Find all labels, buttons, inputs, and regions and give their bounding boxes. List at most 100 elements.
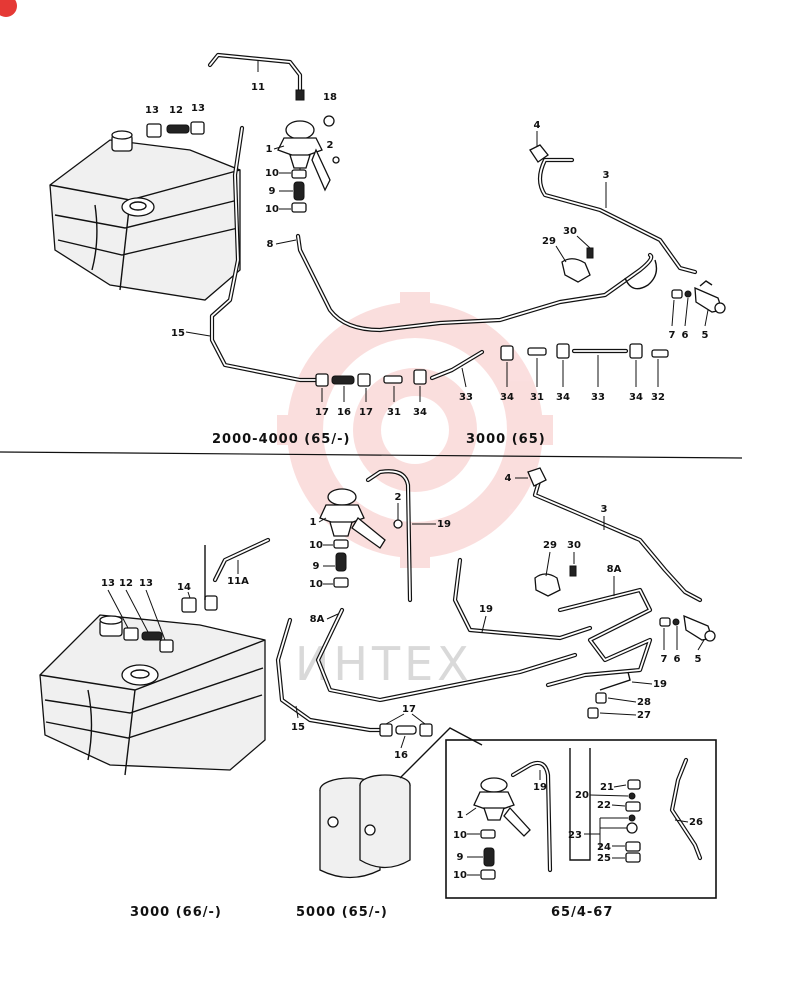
label-16: 16 [337,407,351,418]
part-10-upper [291,169,307,179]
label-8a-right: 8A [607,564,622,575]
inset-filter [473,777,531,837]
label-10f: 10 [453,870,467,881]
label-12b: 12 [119,578,133,589]
clamp-29-top [561,247,594,283]
label-4b: 4 [505,473,512,484]
label-5b: 5 [695,654,702,665]
fittings-27-28 [587,692,607,719]
part-10-lower [291,202,307,213]
label-30b: 30 [567,540,581,551]
label-7a: 7 [669,330,676,341]
label-1b: 1 [310,517,317,528]
label-13b: 13 [191,103,205,114]
label-10c: 10 [309,540,323,551]
label-34b: 34 [500,392,514,403]
label-15b: 15 [291,722,305,733]
label-17c: 17 [402,704,416,715]
inset-part-9 [483,847,495,867]
corner-badge [0,0,17,17]
label-8a-left: 8A [310,614,325,625]
label-8: 8 [267,239,274,250]
tap-assembly-bottom [659,614,716,642]
label-22: 22 [597,800,611,811]
part-9-spring [293,181,305,201]
labels-bottom: 4 3 2 1 19 10 9 10 14 11A 13 12 13 8A 15… [101,473,705,881]
pipe-8 [295,233,654,333]
part-9-spring-bottom [335,552,347,572]
tap-assembly-top [671,280,726,314]
fittings-row-top [315,343,669,387]
label-25: 25 [597,853,611,864]
label-3a: 3 [603,170,610,181]
label-13c: 13 [101,578,115,589]
label-9c: 9 [457,852,464,863]
label-7b: 7 [661,654,668,665]
label-10d: 10 [309,579,323,590]
section-divider [0,451,743,459]
label-32: 32 [651,392,665,403]
label-17b: 17 [359,407,373,418]
label-13d: 13 [139,578,153,589]
label-26: 26 [689,817,703,828]
label-11: 11 [251,82,265,93]
label-16b: 16 [394,750,408,761]
label-21: 21 [600,782,614,793]
fuel-tank-bottom [39,614,266,776]
label-19a: 19 [437,519,451,530]
inset-stack-parts [625,779,641,863]
caption-bottom-mid: 5000 (65/-) [296,905,388,920]
part-2-screw [332,156,340,164]
label-17a: 17 [315,407,329,418]
part-10-upper-bottom [333,539,349,549]
label-3b: 3 [601,504,608,515]
label-1c: 1 [457,810,464,821]
caption-bottom-right: 65/4-67 [551,905,613,920]
fittings-13-12-13-top [146,121,205,138]
label-14: 14 [177,582,191,593]
label-20: 20 [575,790,589,801]
part-10-lower-bottom [333,577,349,588]
inset-part-10-upper [480,829,496,839]
label-12: 12 [169,105,183,116]
fittings-13-12-13-bottom [123,595,218,653]
labels-top: 11 13 12 13 18 1 2 10 9 10 8 15 17 16 17… [145,60,709,418]
label-1: 1 [266,144,273,155]
label-6b: 6 [674,654,681,665]
label-30a: 30 [563,226,577,237]
label-28: 28 [637,697,651,708]
label-31b: 31 [530,392,544,403]
label-2b: 2 [395,492,402,503]
label-10b: 10 [265,204,279,215]
label-18: 18 [323,92,337,103]
label-29b: 29 [543,540,557,551]
filter-housing-5000 [319,774,411,879]
watermark-logo [277,292,553,568]
inset-box [445,739,717,899]
label-19c: 19 [653,679,667,690]
clip-4-bottom [527,467,547,487]
label-9b: 9 [313,561,320,572]
label-34d: 34 [629,392,643,403]
label-11a: 11A [227,576,249,587]
caption-bottom-left: 3000 (66/-) [130,905,222,920]
fuel-tank-top [49,130,241,301]
label-24: 24 [597,842,611,853]
pipe-11-nut [295,89,305,101]
label-33b: 33 [591,392,605,403]
inset-pipe-26 [669,757,703,861]
label-4a: 4 [534,120,541,131]
label-27: 27 [637,710,651,721]
fittings-17-16-17-bottom [379,723,433,737]
label-9: 9 [269,186,276,197]
label-34a: 34 [413,407,427,418]
clamp-29-bottom [534,565,577,597]
label-6a: 6 [682,330,689,341]
caption-top-left: 2000-4000 (65/-) [212,432,350,447]
clip-4-top [529,144,549,163]
filter-assembly-bottom [319,488,403,549]
label-15: 15 [171,328,185,339]
label-34c: 34 [556,392,570,403]
filter-assembly-top [277,115,335,192]
